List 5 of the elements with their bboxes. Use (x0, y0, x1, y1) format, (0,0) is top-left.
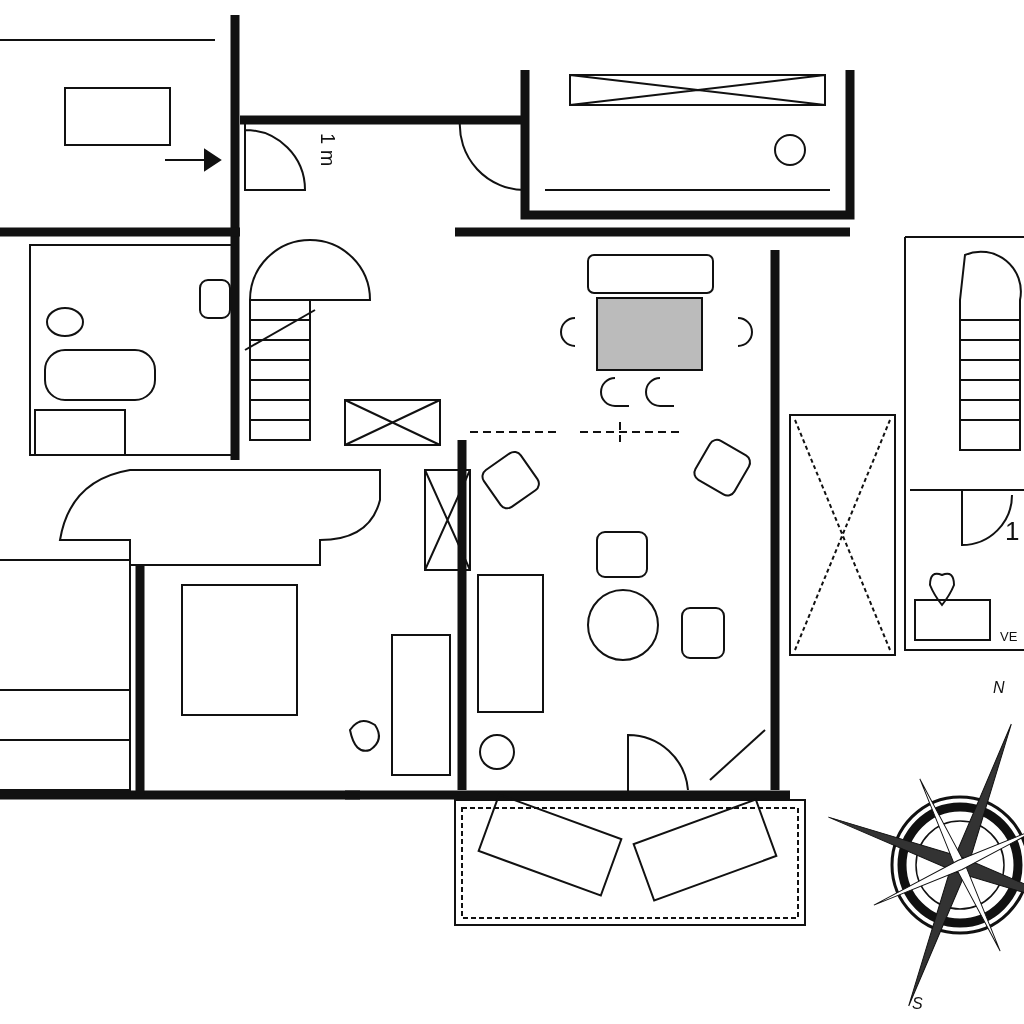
south-label: S (912, 996, 923, 1012)
dimension-label: 1 m (318, 133, 338, 167)
room-label: VE (1000, 630, 1018, 643)
room-number: 1 (1005, 518, 1020, 544)
north-label: N (993, 680, 1005, 696)
